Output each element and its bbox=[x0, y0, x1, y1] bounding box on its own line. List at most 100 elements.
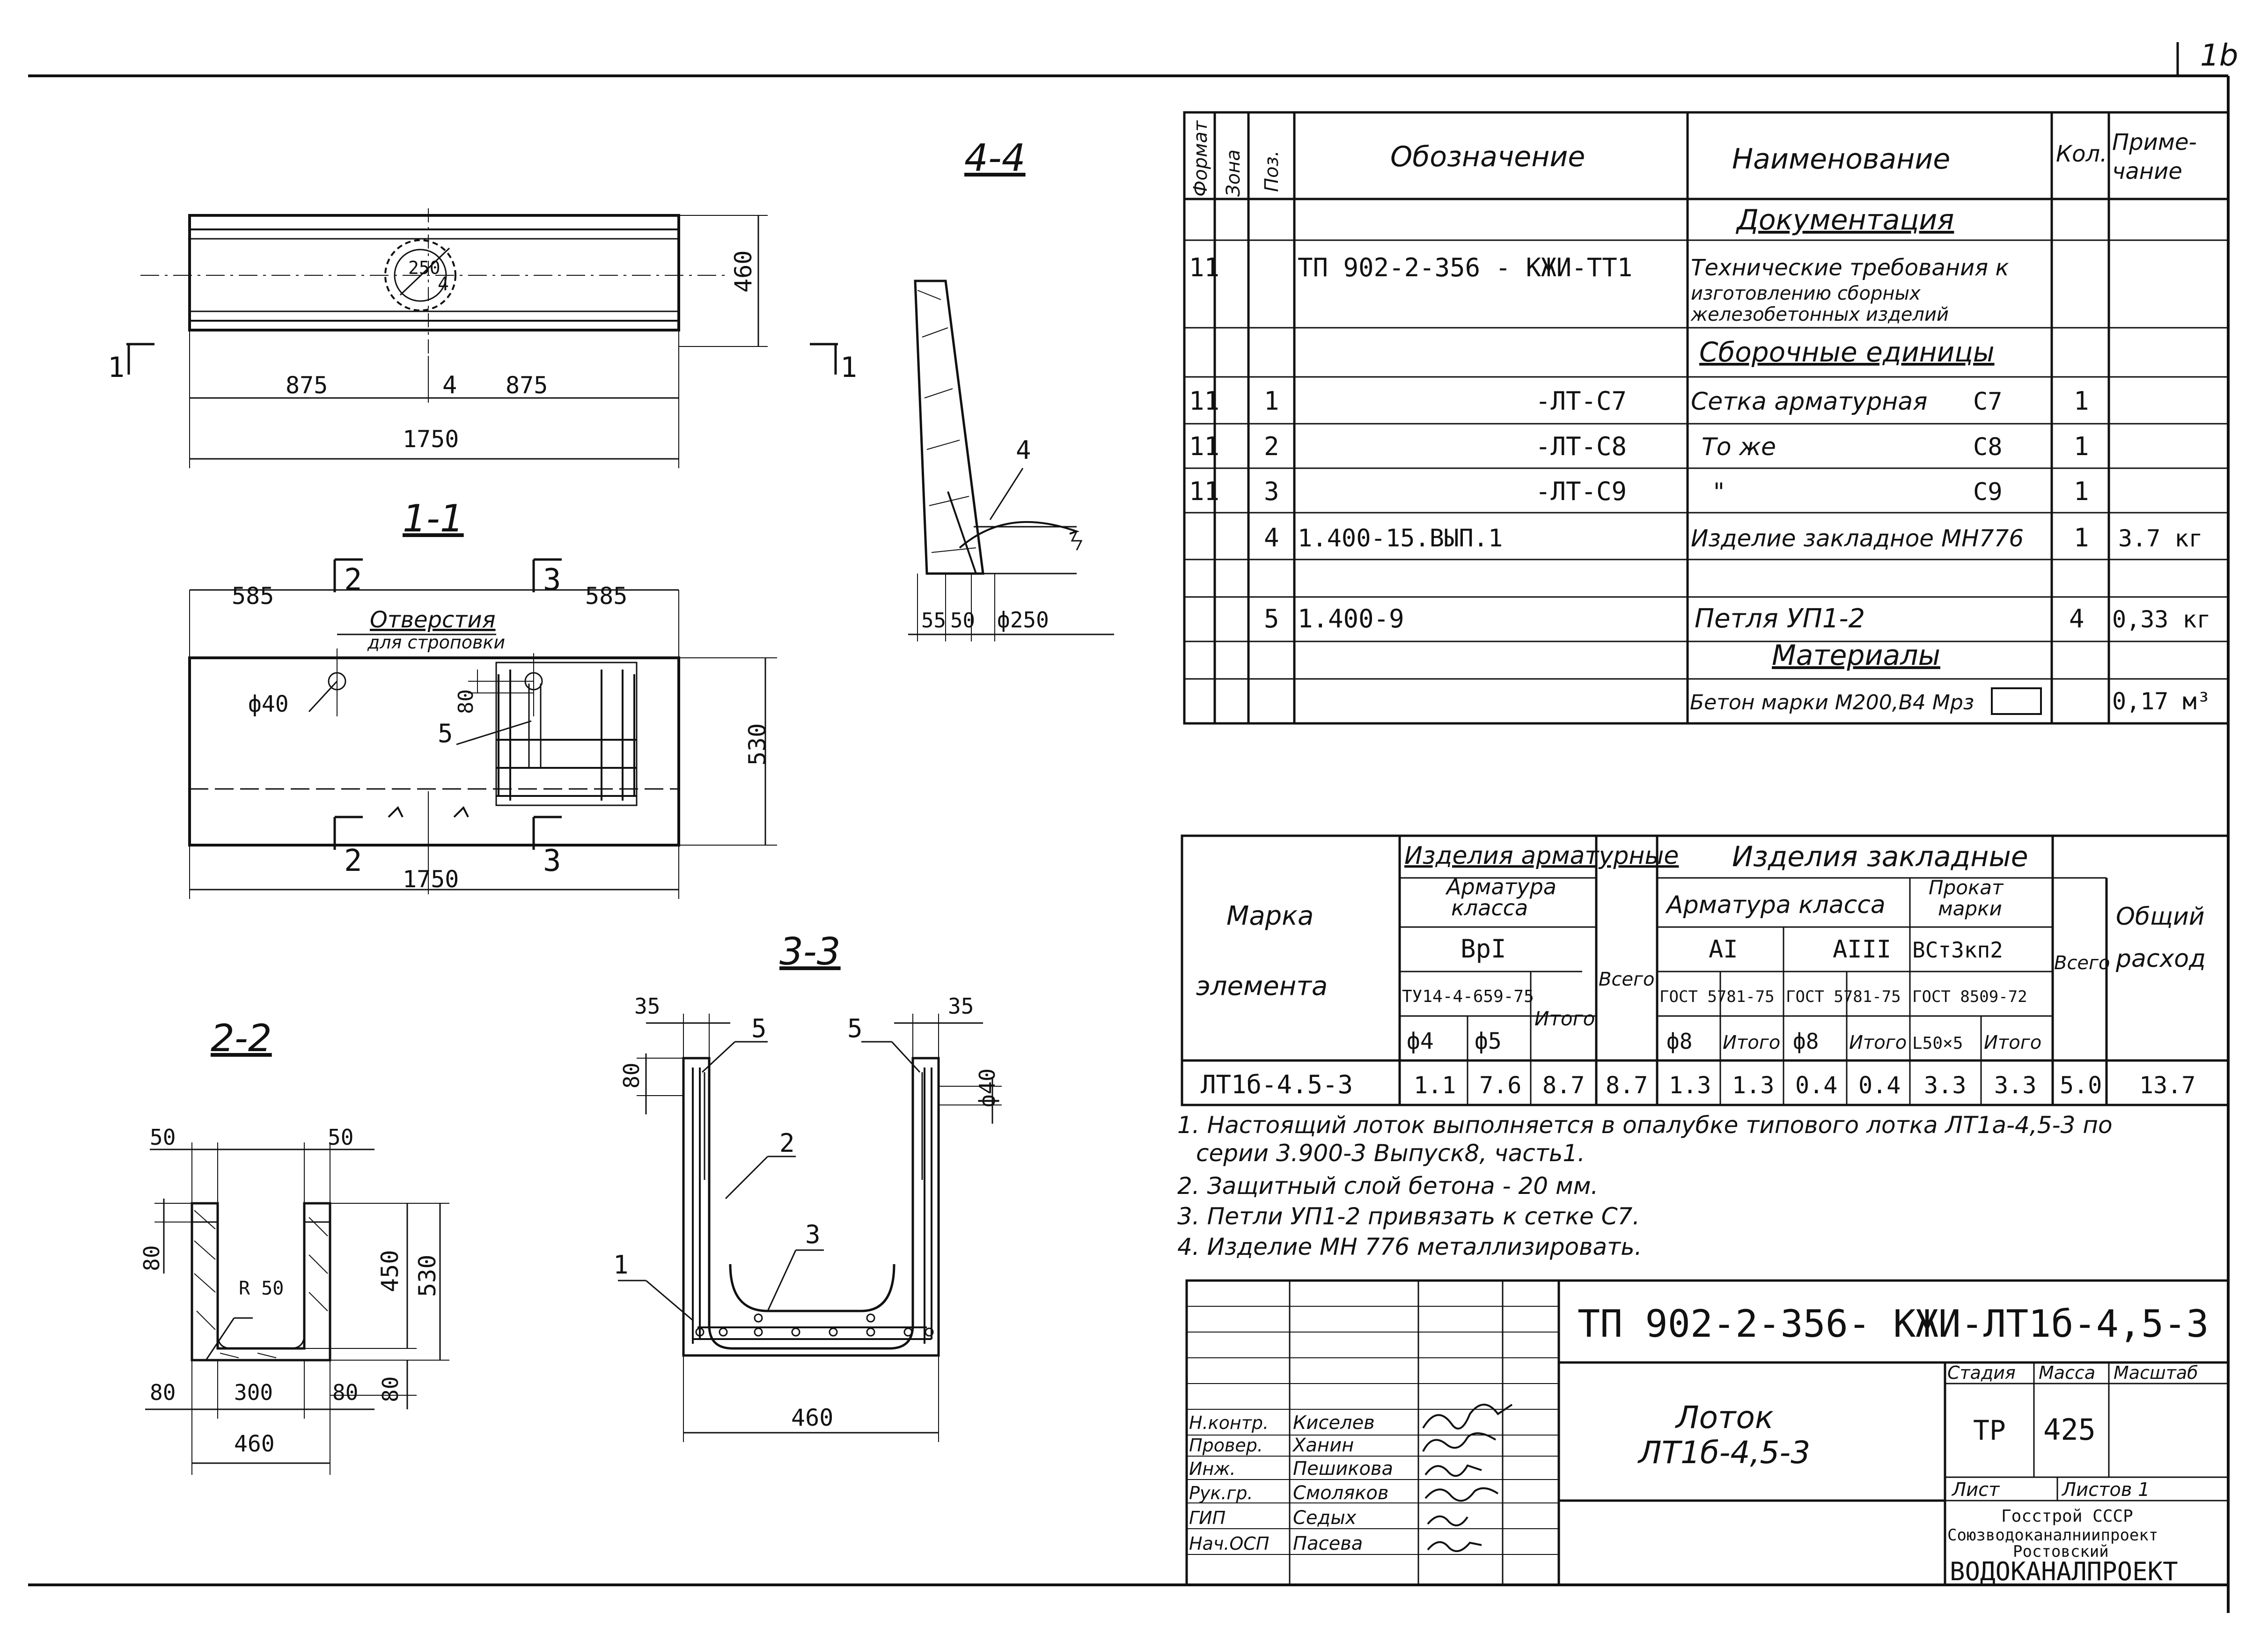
note-line-3: 2. Защитный слой бетона - 20 мм. bbox=[1177, 1172, 1598, 1200]
spec-row-5-name: " bbox=[1713, 478, 1725, 506]
steel-rolled-gost: ГОСТ 8509-72 bbox=[1912, 987, 2027, 1006]
spec-row-8-pos: 5 bbox=[1264, 604, 1279, 633]
specification-table bbox=[1183, 111, 2230, 725]
steel-reinf-class-2: класса bbox=[1451, 895, 1528, 920]
spec-row-8-name: Петля УП1-2 bbox=[1695, 604, 1865, 634]
signature-3 bbox=[1424, 1464, 1482, 1477]
s22-dim-50b: 50 bbox=[328, 1125, 353, 1150]
title-mass-label: Масса bbox=[2039, 1362, 2095, 1383]
plan-mark-4: 4 bbox=[438, 273, 449, 295]
sheet-number: 1b bbox=[2200, 38, 2238, 73]
steel-emb-a3: АIII bbox=[1833, 935, 1891, 964]
section-1-1-title: 1-1 bbox=[403, 497, 464, 540]
title-org-3: Ростовский bbox=[2013, 1542, 2109, 1561]
title-sheets-label: Листов 1 bbox=[2061, 1479, 2150, 1501]
spec-row-4-code: С8 bbox=[1973, 433, 2003, 461]
plan-dim-875b: 875 bbox=[506, 372, 548, 399]
spec-row-3-name: Сетка арматурная bbox=[1691, 388, 1928, 416]
steel-row-vsego1: 8.7 bbox=[1606, 1072, 1648, 1099]
title-name-2: ЛТ1б-4,5-3 bbox=[1637, 1435, 1810, 1471]
s11-cut-2a: 2 bbox=[344, 563, 362, 597]
steel-table-text: Марка элемента Изделия арматурные Армату… bbox=[1196, 840, 2206, 1099]
spec-row-6-name: Изделие закладное МН776 bbox=[1691, 525, 2024, 552]
sig-name-5: Седых bbox=[1293, 1507, 1357, 1529]
title-block-text: ТП 902-2-356- КЖИ-ЛТ1б-4,5-3 Лоток ЛТ1б-… bbox=[1189, 1302, 2209, 1586]
spec-rows: Документация 11 ТП 902-2-356 - КЖИ-ТТ1 Т… bbox=[1189, 204, 2211, 715]
spec-header-format: Формат bbox=[1190, 120, 1211, 197]
steel-vsego-2: Всего bbox=[2054, 952, 2110, 974]
spec-headers: Формат Зона Поз. Обозначение Наименовани… bbox=[1190, 120, 2197, 197]
spec-row-1-name-3: железобетонных изделий bbox=[1690, 304, 1949, 325]
sig-name-2: Ханин bbox=[1292, 1435, 1354, 1456]
s11-holes-label-1: Отверстия bbox=[370, 607, 495, 633]
steel-emb-itogo-b: Итого bbox=[1849, 1032, 1907, 1053]
plan-view bbox=[126, 208, 838, 468]
steel-reinf-class-1: Арматура bbox=[1445, 874, 1556, 899]
steel-emb-gost2: ГОСТ 5781-75 bbox=[1786, 987, 1901, 1006]
s33-pos-2: 2 bbox=[779, 1128, 795, 1158]
sig-role-6: Нач.ОСП bbox=[1189, 1533, 1269, 1554]
spec-header-zone: Зона bbox=[1223, 149, 1244, 197]
spec-row-8-qty: 4 bbox=[2069, 604, 2085, 633]
title-org-2: Союзводоканалниипроект bbox=[1947, 1526, 2158, 1545]
spec-row-1-name-2: изготовлению сборных bbox=[1691, 283, 1921, 304]
spec-row-5-format: 11 bbox=[1189, 477, 1219, 506]
sig-name-1: Киселев bbox=[1293, 1412, 1375, 1434]
section-3-3-labels: 35 35 5 5 80 ф40 2 3 1 460 bbox=[613, 994, 1000, 1431]
sig-name-3: Пешикова bbox=[1293, 1458, 1393, 1480]
section-1-1-labels: 585 585 Отверстия для строповки ф40 80 5… bbox=[232, 563, 771, 893]
spec-row-1-format: 11 bbox=[1189, 253, 1219, 282]
signature-1 bbox=[1422, 1404, 1513, 1430]
steel-row-mark: ЛТ1б-4.5-3 bbox=[1201, 1070, 1353, 1099]
section-4-4 bbox=[908, 280, 1114, 641]
s22-dim-460: 460 bbox=[234, 1431, 275, 1457]
spec-row-3-qty: 1 bbox=[2074, 386, 2089, 416]
s33-dim-40: ф40 bbox=[975, 1068, 1000, 1107]
sig-name-6: Пасева bbox=[1293, 1533, 1363, 1554]
spec-row-8-note: 0,33 кг bbox=[2112, 606, 2211, 633]
steel-row-a3-itogo: 0.4 bbox=[1858, 1072, 1901, 1099]
section-4-4-title: 4-4 bbox=[964, 136, 1026, 180]
spec-row-4-format: 11 bbox=[1189, 432, 1219, 461]
signature-2 bbox=[1422, 1432, 1497, 1452]
s22-dim-80d: 80 bbox=[332, 1380, 358, 1405]
s33-dim-460: 460 bbox=[791, 1404, 833, 1431]
spec-section-assemblies: Сборочные единицы bbox=[1699, 336, 1995, 368]
spec-section-documentation: Документация bbox=[1735, 204, 1954, 236]
steel-emb-group: Изделия закладные bbox=[1732, 840, 2028, 873]
note-line-2: серии 3.900-3 Выпуск8, часть1. bbox=[1196, 1140, 1585, 1167]
spec-row-6-qty: 1 bbox=[2074, 523, 2089, 552]
title-stage-label: Стадия bbox=[1947, 1362, 2016, 1383]
steel-rolled-size: L50×5 bbox=[1912, 1034, 1963, 1053]
spec-header-qty: Кол. bbox=[2056, 141, 2107, 167]
spec-row-6-designation: 1.400-15.ВЫП.1 bbox=[1298, 524, 1503, 552]
plan-labels: 460 875 875 1750 250 4 1 1 4 bbox=[108, 250, 857, 453]
sig-role-3: Инж. bbox=[1189, 1458, 1236, 1479]
s22-dim-80c: 80 bbox=[150, 1380, 176, 1405]
plan-cut-1a: 1 bbox=[108, 351, 125, 384]
title-stage: ТР bbox=[1973, 1414, 2006, 1446]
s33-pos-3: 3 bbox=[805, 1220, 821, 1249]
spec-row-10-name: Бетон марки М200,В4 Мрз bbox=[1690, 691, 1974, 714]
spec-row-1-designation: ТП 902-2-356 - КЖИ-ТТ1 bbox=[1298, 253, 1632, 282]
steel-vsego-1: Всего bbox=[1599, 969, 1655, 990]
spec-section-materials: Материалы bbox=[1772, 639, 1940, 672]
s33-pos-5a: 5 bbox=[751, 1014, 767, 1043]
steel-row-rolled: 3.3 bbox=[1924, 1072, 1966, 1099]
title-sheet-label: Лист bbox=[1951, 1479, 2000, 1501]
s22-dim-530: 530 bbox=[414, 1255, 441, 1297]
spec-row-1-name-1: Технические требования к bbox=[1691, 255, 2009, 281]
spec-header-note-1: Приме- bbox=[2112, 129, 2197, 155]
spec-row-3-pos: 1 bbox=[1264, 386, 1279, 416]
s11-dim-40: ф40 bbox=[248, 691, 289, 717]
title-org-1: Госстрой СССР bbox=[2001, 1507, 2133, 1526]
signatures bbox=[1422, 1404, 1513, 1552]
steel-emb-d8b: ф8 bbox=[1793, 1029, 1819, 1054]
steel-reinf-gost: ТУ14-4-659-75 bbox=[1402, 987, 1534, 1006]
spec-row-4-qty: 1 bbox=[2074, 432, 2089, 461]
frost-grade-box bbox=[1991, 687, 2042, 715]
steel-total-header-2: расход bbox=[2115, 945, 2206, 973]
spec-row-5-designation: -ЛТ-С9 bbox=[1535, 477, 1627, 506]
steel-row-d4: 1.1 bbox=[1414, 1072, 1456, 1099]
steel-mark-header-1: Марка bbox=[1226, 901, 1314, 931]
